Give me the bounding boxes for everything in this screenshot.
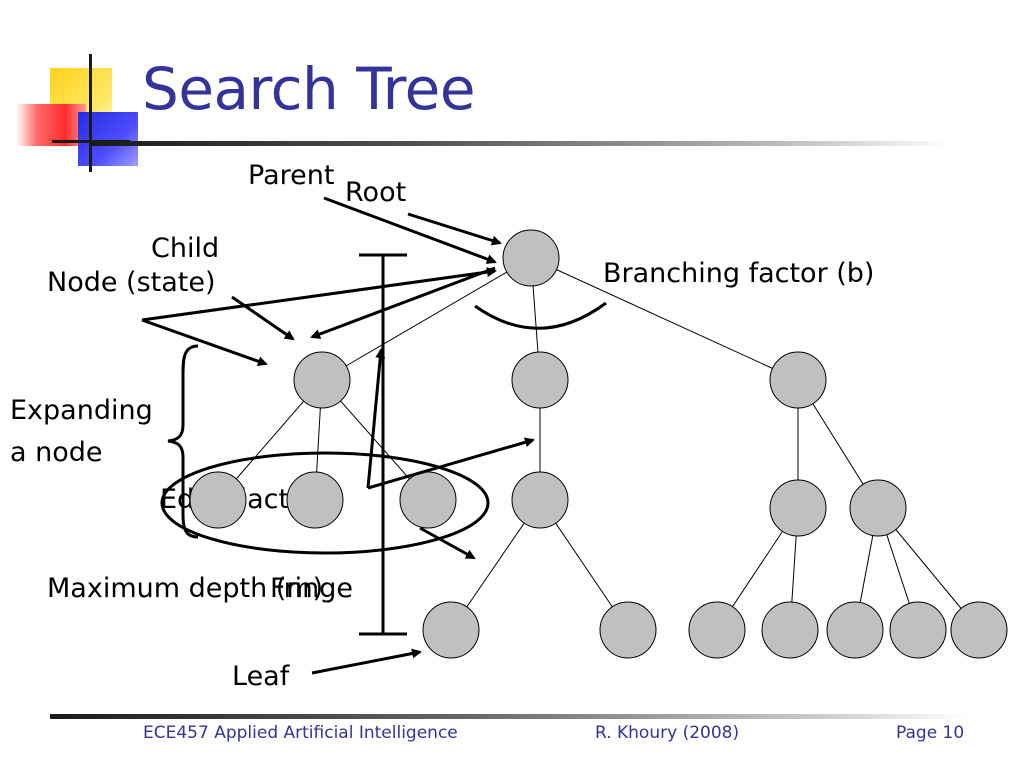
tree-nodes [189,229,1008,659]
node-leaf-3 [688,601,746,659]
arrow-fringe [419,526,476,560]
expansion-ellipse [160,451,490,555]
slide-logo [0,0,145,175]
label-fringe: Fringe [270,573,354,604]
arrow-edge-right [367,437,535,490]
node-leaf-6 [889,601,947,659]
arrow-node-root [141,267,497,322]
node-left [293,351,351,409]
arrows [141,196,535,675]
node-root [502,229,560,287]
label-parent: Parent [248,160,335,191]
max-depth-bar [359,253,407,636]
footer-rule [50,714,970,719]
label-maximum-depth: Maximum depth (m) [47,573,324,604]
footer-course: ECE457 Applied Artificial Intelligence [143,723,458,743]
node-leaf-7 [950,601,1008,659]
arrow-parent [323,196,497,264]
footer-author: R. Khoury (2008) [595,723,740,743]
slide-title: Search Tree [142,55,476,123]
label-expanding-line1: Expanding [10,395,153,426]
arrow-node-left [141,318,268,367]
arrow-root-to-child [310,266,496,339]
label-node-state: Node (state) [47,267,216,298]
node-left-child-b [286,471,344,529]
node-right-child-b [849,479,907,537]
label-child: Child [151,233,220,264]
node-middle [511,351,569,409]
branching-factor-arc [474,301,607,330]
node-right [769,351,827,409]
node-right-child-a [769,479,827,537]
footer-page-number: Page 10 [896,723,965,743]
label-leaf: Leaf [232,661,290,692]
node-leaf-4 [761,601,819,659]
edge-root-left [321,257,532,381]
label-branching-factor: Branching factor (b) [603,258,875,289]
label-root: Root [345,177,407,208]
arrow-edge-up [366,348,386,489]
title-underline [92,141,952,146]
arrow-root [407,212,502,246]
logo-vertical-line [89,54,92,172]
logo-blue-square [78,112,138,166]
logo-horizontal-line [52,140,130,143]
expanding-brace [167,344,199,539]
arrow-leaf [311,648,422,675]
node-leaf-2 [599,601,657,659]
logo-red-square [16,104,86,146]
node-middle-child [511,471,569,529]
node-leaf-5 [826,601,884,659]
edge-root-right [530,257,799,381]
node-leaf-1 [422,601,480,659]
label-expanding-line2: a node [10,437,103,468]
arrow-child [231,295,295,341]
node-left-child-c [399,471,457,529]
node-left-child-a [189,471,247,529]
